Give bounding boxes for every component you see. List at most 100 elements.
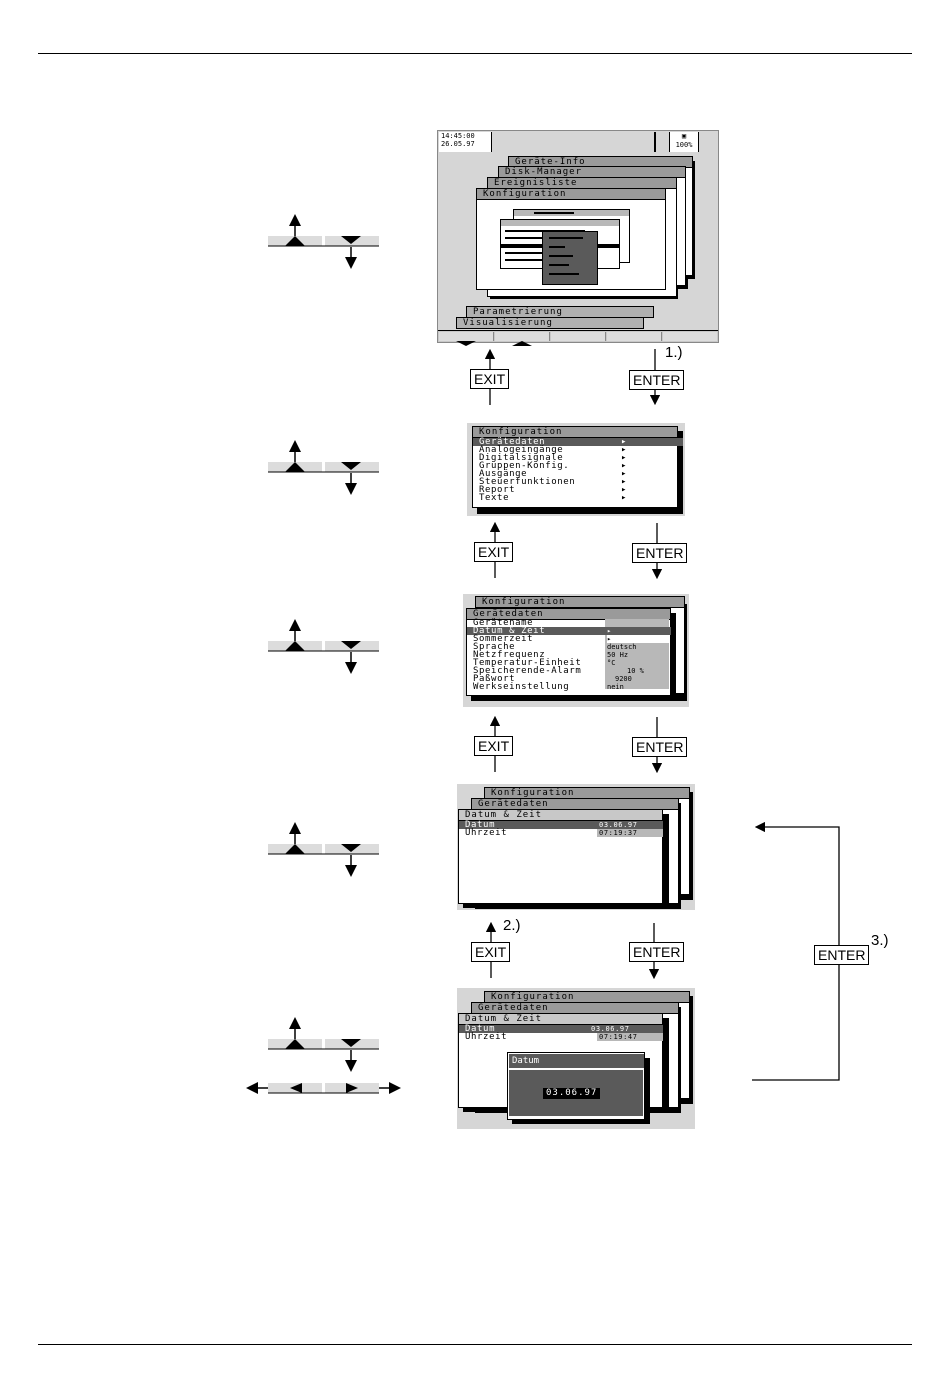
nav-group-1 (268, 214, 379, 269)
submenu-arrow-icon: ▸ (621, 461, 628, 471)
exit-key-4: EXIT (471, 942, 511, 962)
softkey-down[interactable] (439, 332, 494, 346)
exit-key-1: EXIT (470, 369, 510, 389)
disk-percent: 100% (675, 141, 693, 149)
de-value-uhrzeit: 07:19:47 (597, 1033, 663, 1041)
arrow-down-icon (456, 341, 476, 346)
softkey-5[interactable] (663, 332, 717, 341)
gd-item-temperatur[interactable]: Temperatur-Einheit (473, 658, 582, 668)
dz-value-uhrzeit: 07:19:37 (597, 829, 663, 837)
konfig-item-steuer[interactable]: Steuerfunktionen ▸ (479, 477, 669, 487)
gd-item-datum-zeit[interactable]: Datum & Zeit (467, 627, 611, 636)
gd-item-werkseinstellung[interactable]: Werkseinstellung (473, 682, 570, 692)
enter-key-1: ENTER (629, 370, 685, 390)
konfig-item-label: Texte (479, 493, 510, 503)
de-row-datum[interactable]: Datum 03.06.97 (459, 1024, 663, 1034)
enter-key-5: ENTER (814, 945, 870, 965)
submenu-arrow-icon: ▸ (621, 493, 628, 503)
konfig-item-label: Digitalsignale (479, 453, 564, 463)
enter-key-2: ENTER (632, 543, 688, 563)
softkey-bar (438, 330, 718, 346)
gd-item-speicherende[interactable]: Speicherende-Alarm (473, 666, 582, 676)
exit-key-3: EXIT (474, 736, 514, 756)
screen-konfiguration: Konfiguration Gerätedaten▸ Analogeingäng… (467, 423, 685, 516)
konfig-title: Konfiguration (472, 426, 678, 438)
note-1: 1.) (665, 344, 683, 361)
menu-konfiguration[interactable]: Konfiguration (476, 188, 666, 200)
konfig-item-report[interactable]: Report ▸ (479, 485, 669, 495)
footer-rule (38, 1344, 912, 1345)
note-3: 3.) (871, 932, 889, 949)
header-rule (38, 53, 912, 54)
gd-value-temperatur: °C (607, 659, 616, 667)
dz-row-datum[interactable]: Datum 03.06.97 (459, 820, 663, 830)
disk-icon: ▣ (681, 132, 687, 140)
enter-key-3: ENTER (632, 737, 688, 757)
dz-label-uhrzeit: Uhrzeit (465, 828, 508, 838)
submenu-arrow-icon: ▸ (621, 469, 628, 479)
submenu-arrow-icon: ▸ (621, 453, 628, 463)
de-value-datum: 03.06.97 (591, 1025, 630, 1033)
date-input[interactable]: 03.06.97 (543, 1088, 601, 1099)
exit-key-2: EXIT (474, 542, 514, 562)
gd-value-sprache: deutsch (607, 643, 637, 651)
de-label-uhrzeit: Uhrzeit (465, 1032, 508, 1042)
de-label-datum: Datum (465, 1024, 496, 1034)
de-row-uhrzeit[interactable]: Uhrzeit 07:19:47 (465, 1032, 663, 1042)
dz-title-3: Datum & Zeit (458, 809, 663, 821)
enter-key-4: ENTER (629, 942, 685, 962)
submenu-arrow-icon: ▸ (621, 445, 628, 455)
schematic-submenu (542, 231, 598, 285)
dialog-title: Datum (509, 1054, 644, 1068)
konfig-item-label: Gruppen-Konfig. (479, 461, 570, 471)
konfig-item-digital[interactable]: Digitalsignale ▸ (479, 453, 669, 463)
gd-value-datum-zeit: ▸ (605, 627, 671, 635)
gd-value-netzfrequenz: 50 Hz (607, 651, 629, 659)
menu-visualisierung[interactable]: Visualisierung (456, 317, 644, 329)
gd-item-sommerzeit[interactable]: Sommerzeit (473, 634, 534, 644)
disk-indicator: ▣ 100% (669, 132, 699, 152)
softkey-up[interactable] (495, 332, 550, 346)
konfig-item-label: Report (479, 485, 516, 495)
status-time: 14:45:00 (441, 132, 475, 140)
gd-item-sprache[interactable]: Sprache (473, 642, 516, 652)
konfig-item-gruppen[interactable]: Gruppen-Konfig. ▸ (479, 461, 669, 471)
softkey-4[interactable] (607, 332, 662, 341)
de-title-3: Datum & Zeit (458, 1013, 663, 1025)
gd-value-werkseinstellung: nein (607, 683, 624, 691)
screen-main-menu: 14:45:00 26.05.97 ▣ 100% Geräte-Info Dis… (437, 130, 719, 346)
dz-row-uhrzeit[interactable]: Uhrzeit 07:19:37 (465, 828, 663, 838)
dz-value-datum: 03.06.97 (599, 821, 638, 829)
gd-back-title: Konfiguration (475, 596, 685, 608)
nav-group-5 (246, 1017, 401, 1094)
screen-datum-zeit: Konfiguration Gerätedaten Datum & Zeit D… (457, 784, 695, 910)
arrow-up-icon (512, 341, 532, 346)
konfig-item-texte[interactable]: Texte ▸ (479, 493, 669, 503)
gd-title: Gerätedaten (466, 608, 671, 620)
submenu-arrow-icon: ▸ (621, 437, 628, 447)
nav-group-2 (268, 440, 379, 495)
screen-datum-edit: Konfiguration Gerätedaten Datum & Zeit D… (457, 988, 695, 1129)
gd-item-geraetename[interactable]: Gerätename (473, 618, 534, 628)
note-2: 2.) (503, 917, 521, 934)
submenu-arrow-icon: ▸ (621, 477, 628, 487)
konfig-item-geraetedaten[interactable]: Gerätedaten▸ (473, 437, 683, 447)
gd-value-speicherende: 10 % (627, 667, 644, 675)
gd-item-passwort[interactable]: Paßwort (473, 674, 516, 684)
konfig-item-label: Steuerfunktionen (479, 477, 576, 487)
konfig-item-ausgaenge[interactable]: Ausgänge ▸ (479, 469, 669, 479)
nav-group-4 (268, 822, 379, 877)
konfig-item-label: Analogeingänge (479, 445, 564, 455)
submenu-arrow-icon: ▸ (621, 485, 628, 495)
konfig-item-label: Ausgänge (479, 469, 528, 479)
gd-value-sommerzeit: ▸ (607, 635, 669, 643)
status-divider (654, 132, 656, 152)
gd-item-netzfrequenz[interactable]: Netzfrequenz (473, 650, 546, 660)
nav-group-3 (268, 619, 379, 674)
softkey-3[interactable] (551, 332, 606, 341)
konfig-item-analog[interactable]: Analogeingänge ▸ (479, 445, 669, 455)
screen-geraetedaten: Konfiguration Gerätedaten Gerätename Dat… (463, 594, 689, 707)
dz-label-datum: Datum (465, 820, 496, 830)
gd-value-passwort: 9200 (615, 675, 632, 683)
